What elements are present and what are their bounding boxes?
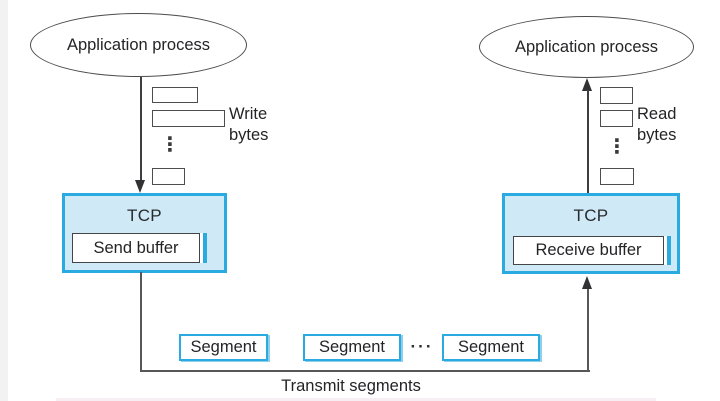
segment-label: Segment: [457, 338, 525, 356]
page-left-edge: [0, 0, 8, 401]
vertical-dots-icon: ⋮: [160, 134, 180, 156]
segment-box-2: Segment: [303, 334, 401, 361]
write-arrow-line: [140, 77, 142, 181]
receiver-tcp-label: TCP: [573, 206, 609, 225]
write-byte-rect-1: [152, 87, 198, 103]
write-byte-rect-3: [152, 168, 185, 185]
transmit-segments-label: Transmit segments: [281, 377, 421, 395]
receive-buffer-box: Receive buffer: [513, 236, 664, 265]
write-arrow-head-icon: [135, 180, 145, 193]
receiver-application-process-label: Application process: [514, 37, 659, 56]
segment-label: Segment: [190, 338, 257, 356]
segment-box-1: Segment: [179, 334, 268, 361]
vertical-dots-icon: ⋮: [607, 136, 627, 158]
transmit-path-left-line: [140, 272, 142, 372]
read-byte-rect-3: [600, 168, 634, 185]
read-arrow-head-icon: [582, 78, 592, 91]
horizontal-ellipsis-icon: ···: [410, 337, 434, 356]
sender-tcp-label: TCP: [127, 206, 162, 225]
page-bottom-edge: [56, 398, 656, 401]
read-byte-rect-2: [600, 110, 633, 127]
transmit-path-horizontal-line: [140, 370, 590, 372]
send-buffer-box: Send buffer: [72, 233, 200, 263]
segment-label: Segment: [318, 338, 386, 356]
write-byte-rect-2: [152, 110, 225, 127]
receive-buffer-label: Receive buffer: [535, 241, 642, 259]
sender-application-process-ellipse: Application process: [30, 13, 247, 77]
write-bytes-label: Write bytes: [229, 105, 269, 144]
transmit-path-right-line: [587, 289, 589, 372]
read-bytes-label: Read bytes: [637, 105, 677, 144]
read-arrow-line: [587, 90, 589, 193]
receiver-application-process-ellipse: Application process: [479, 16, 694, 78]
sender-application-process-label: Application process: [66, 35, 211, 54]
read-byte-rect-1: [600, 87, 633, 104]
transmit-arrow-head-icon: [582, 276, 592, 289]
segment-box-3: Segment: [442, 334, 540, 361]
send-buffer-label: Send buffer: [93, 238, 179, 257]
